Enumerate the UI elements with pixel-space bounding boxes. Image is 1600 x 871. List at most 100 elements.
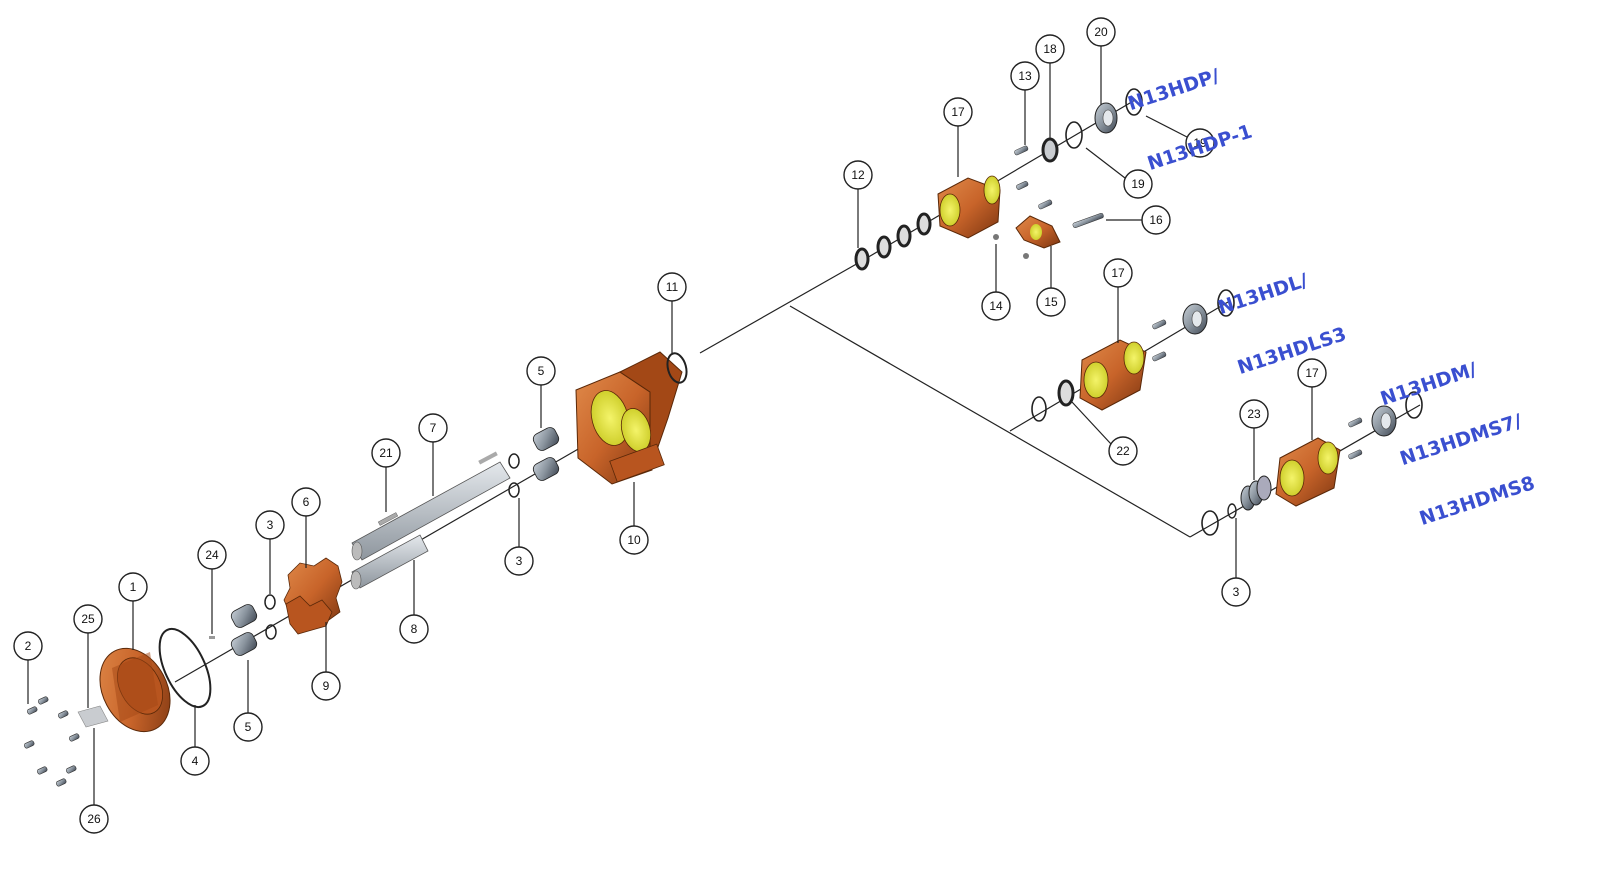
callout-18: 18 <box>1035 34 1065 64</box>
svg-text:4: 4 <box>192 754 199 768</box>
variant-label-n13hdp-line1: N13HDP/ <box>1125 64 1223 116</box>
washer-18 <box>1041 137 1059 163</box>
svg-text:2: 2 <box>25 639 32 653</box>
svg-text:20: 20 <box>1094 25 1108 39</box>
callout-12: 12 <box>843 160 873 190</box>
svg-text:23: 23 <box>1247 407 1261 421</box>
gland-bolts <box>1014 145 1104 228</box>
callout-1: 1 <box>118 572 148 602</box>
bearing-low <box>1371 405 1397 437</box>
variant-label-n13hdl-line1: N13HDL/ <box>1215 269 1311 320</box>
callout-4: 4 <box>180 746 210 776</box>
callout-15: 15 <box>1036 287 1066 317</box>
mech-seal-23 <box>1240 475 1272 511</box>
svg-text:19: 19 <box>1193 136 1207 150</box>
svg-text:3: 3 <box>1233 585 1240 599</box>
svg-text:24: 24 <box>205 548 219 562</box>
svg-text:17: 17 <box>951 105 965 119</box>
callout-23: 23 <box>1239 399 1269 429</box>
svg-text:14: 14 <box>989 299 1003 313</box>
svg-text:3: 3 <box>267 518 274 532</box>
callout-3c: 3 <box>1221 577 1251 607</box>
callouts: 1 2 3 3 3 4 5 5 6 7 8 9 10 11 12 13 14 1… <box>13 17 1327 834</box>
callout-25: 25 <box>73 604 103 634</box>
svg-text:1: 1 <box>130 580 137 594</box>
svg-text:12: 12 <box>851 168 865 182</box>
svg-text:18: 18 <box>1043 42 1057 56</box>
callout-24: 24 <box>197 540 227 570</box>
bearing-mid <box>1182 303 1208 335</box>
callout-11: 11 <box>657 272 687 302</box>
callout-17a: 17 <box>943 97 973 127</box>
nut-14 <box>993 234 999 240</box>
svg-text:22: 22 <box>1116 444 1130 458</box>
callout-26: 26 <box>79 804 109 834</box>
o-ring-low-1 <box>1201 510 1219 536</box>
callout-16: 16 <box>1141 205 1171 235</box>
callout-3a: 3 <box>255 510 285 540</box>
svg-text:10: 10 <box>627 533 641 547</box>
callout-8: 8 <box>399 614 429 644</box>
o-ring-low-3 <box>1227 503 1237 519</box>
snap-ring-19b <box>1125 88 1143 116</box>
end-cover <box>99 647 171 733</box>
svg-text:5: 5 <box>245 720 252 734</box>
cover-o-ring <box>158 628 212 708</box>
seal-housing-upper <box>937 175 1001 239</box>
callout-7: 7 <box>418 413 448 443</box>
gland <box>1015 215 1061 249</box>
svg-text:19: 19 <box>1131 177 1145 191</box>
bushings-left <box>230 604 258 656</box>
variant-label-n13hdm-line2: N13HDMS7/ <box>1397 410 1525 471</box>
callout-9: 9 <box>311 671 341 701</box>
variant-label-n13hdp-line2: N13HDP-1 <box>1144 120 1255 176</box>
callout-5a: 5 <box>526 356 556 386</box>
callout-17b: 17 <box>1103 258 1133 288</box>
nut-14b <box>1023 253 1029 259</box>
shaft-key <box>377 512 399 526</box>
bolts-mid <box>1152 319 1167 362</box>
callout-20: 20 <box>1086 17 1116 47</box>
svg-text:5: 5 <box>538 364 545 378</box>
svg-text:17: 17 <box>1111 266 1125 280</box>
callout-19a: 19 <box>1185 128 1215 158</box>
o-ring-mid-branch <box>1031 396 1047 422</box>
seal-housing-mid <box>1079 339 1147 411</box>
cover-screws <box>23 696 80 787</box>
body-o-ring <box>666 352 688 384</box>
callout-5b: 5 <box>233 712 263 742</box>
svg-text:17: 17 <box>1305 366 1319 380</box>
callout-10: 10 <box>619 525 649 555</box>
svg-text:8: 8 <box>411 622 418 636</box>
callout-22: 22 <box>1108 436 1138 466</box>
svg-text:21: 21 <box>379 446 393 460</box>
svg-text:9: 9 <box>323 679 330 693</box>
callout-13: 13 <box>1010 61 1040 91</box>
seal-housing-low <box>1275 437 1341 507</box>
callout-6: 6 <box>291 487 321 517</box>
shafts <box>350 451 511 590</box>
callout-19b: 19 <box>1123 169 1153 199</box>
variant-label-n13hdl-line2: N13HDLS3 <box>1234 323 1350 380</box>
callout-21: 21 <box>371 438 401 468</box>
leader-lines <box>27 46 1313 805</box>
svg-text:25: 25 <box>81 612 95 626</box>
svg-text:15: 15 <box>1044 295 1058 309</box>
bushings-right <box>532 427 560 481</box>
callout-17c: 17 <box>1297 358 1327 388</box>
svg-text:13: 13 <box>1018 69 1032 83</box>
variant-label-n13hdm-line1: N13HDM/ <box>1377 358 1480 411</box>
gear-set <box>283 557 343 635</box>
svg-text:6: 6 <box>303 495 310 509</box>
svg-text:26: 26 <box>87 812 101 826</box>
snap-ring-low <box>1405 391 1423 419</box>
seal-stack-upper <box>854 212 932 271</box>
callout-14: 14 <box>981 291 1011 321</box>
nameplate <box>77 705 109 728</box>
small-o-rings-mid <box>508 453 520 498</box>
small-o-rings-left <box>264 594 277 640</box>
dowel-pin <box>209 636 215 639</box>
svg-text:3: 3 <box>516 554 523 568</box>
pump-body <box>575 351 683 485</box>
